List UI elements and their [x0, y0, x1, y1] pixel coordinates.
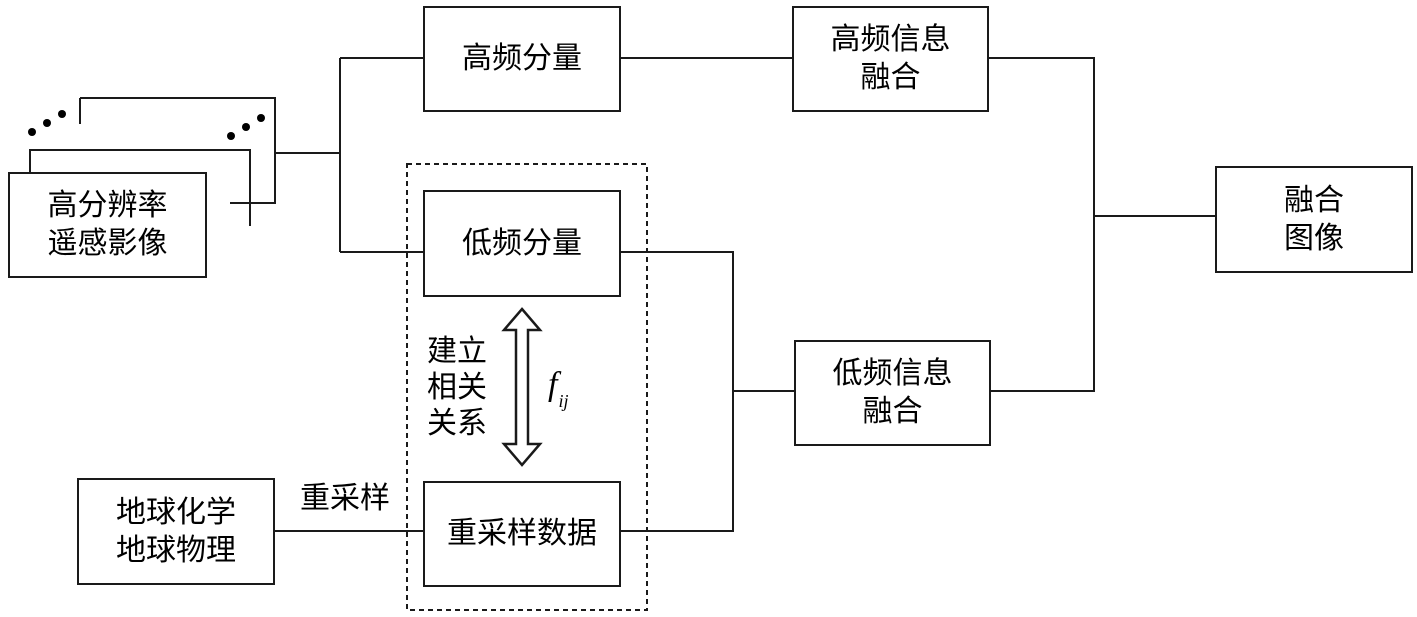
high-freq-fusion-box: 高频信息 融合 [792, 6, 989, 112]
correlation-line3: 关系 [427, 406, 487, 441]
low-freq-component-label: 低频分量 [462, 225, 582, 261]
correlation-label: 建立 相关 关系 [427, 334, 487, 442]
double-arrow [501, 307, 543, 467]
fused-image-box: 融合 图像 [1215, 166, 1413, 273]
ellipsis-dots-left [28, 110, 66, 136]
geo-data-line2: 地球物理 [116, 532, 236, 568]
function-symbol: fij [548, 366, 569, 414]
low-freq-fusion-line2: 融合 [862, 394, 923, 429]
high-freq-component-label: 高频分量 [462, 41, 582, 76]
image-stack-middle [30, 150, 250, 226]
edge-fusions-merge [989, 58, 1094, 391]
resampled-data-box: 重采样数据 [423, 481, 621, 587]
high-freq-fusion-line1: 高频信息 [830, 22, 951, 57]
input-image-line1: 高分辨率 [47, 188, 168, 223]
geo-data-line1: 地球化学 [116, 494, 236, 530]
ellipsis-dots-right [227, 114, 265, 140]
geo-data-box: 地球化学 地球物理 [77, 478, 275, 585]
low-freq-component-box: 低频分量 [423, 190, 621, 297]
function-symbol-subscript: ij [558, 390, 569, 411]
function-symbol-base: f [548, 366, 558, 403]
correlation-line1: 建立 [427, 334, 487, 369]
resample-edge-label: 重采样 [300, 481, 390, 516]
image-stack-back [80, 98, 275, 203]
low-freq-fusion-line1: 低频信息 [832, 356, 953, 391]
high-freq-fusion-line2: 融合 [860, 60, 921, 95]
correlation-group-frame [407, 164, 647, 610]
low-freq-fusion-box: 低频信息 融合 [794, 340, 991, 446]
correlation-line2: 相关 [427, 370, 487, 405]
fused-image-line2: 图像 [1284, 220, 1344, 256]
input-image-box: 高分辨率 遥感影像 [8, 172, 207, 278]
resampled-data-label: 重采样数据 [447, 516, 597, 551]
input-image-line2: 遥感影像 [47, 226, 168, 261]
edge-low-to-fusion [621, 252, 733, 531]
high-freq-component-box: 高频分量 [423, 6, 621, 112]
fused-image-line1: 融合 [1284, 182, 1344, 218]
